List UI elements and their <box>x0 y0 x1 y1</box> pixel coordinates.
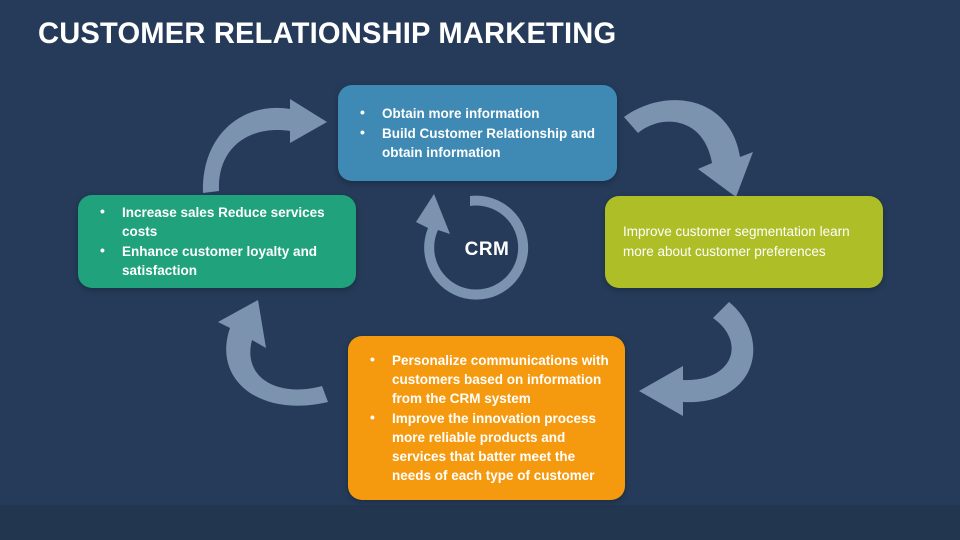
olive-card[interactable]: Improve customer segmentation learn more… <box>605 196 883 288</box>
arrow-top-right-icon <box>624 100 753 197</box>
crm-center-label: CRM <box>464 239 510 260</box>
blue-card[interactable]: Obtain more information Build Customer R… <box>338 85 617 181</box>
list-item: Build Customer Relationship and obtain i… <box>352 123 603 162</box>
list-item: Improve the innovation process more reli… <box>362 408 611 485</box>
list-item: Enhance customer loyalty and satisfactio… <box>92 241 342 280</box>
list-item: Increase sales Reduce services costs <box>92 202 342 241</box>
list-item: Personalize communications with customer… <box>362 350 611 408</box>
orange-card-list: Personalize communications with customer… <box>362 350 611 486</box>
green-card-list: Increase sales Reduce services costs Enh… <box>92 202 342 281</box>
olive-card-text: Improve customer segmentation learn more… <box>623 224 850 259</box>
crm-circular-arrow-icon <box>416 194 529 300</box>
list-item: Obtain more information <box>352 103 603 123</box>
arrow-bottom-left-icon <box>218 300 328 406</box>
arrow-bottom-right-icon <box>639 302 754 416</box>
bottom-band <box>0 505 960 540</box>
arrow-top-left-icon <box>202 99 327 193</box>
orange-card[interactable]: Personalize communications with customer… <box>348 336 625 500</box>
page-title: CUSTOMER RELATIONSHIP MARKETING <box>38 17 617 50</box>
green-card[interactable]: Increase sales Reduce services costs Enh… <box>78 195 356 288</box>
blue-card-list: Obtain more information Build Customer R… <box>352 103 603 163</box>
